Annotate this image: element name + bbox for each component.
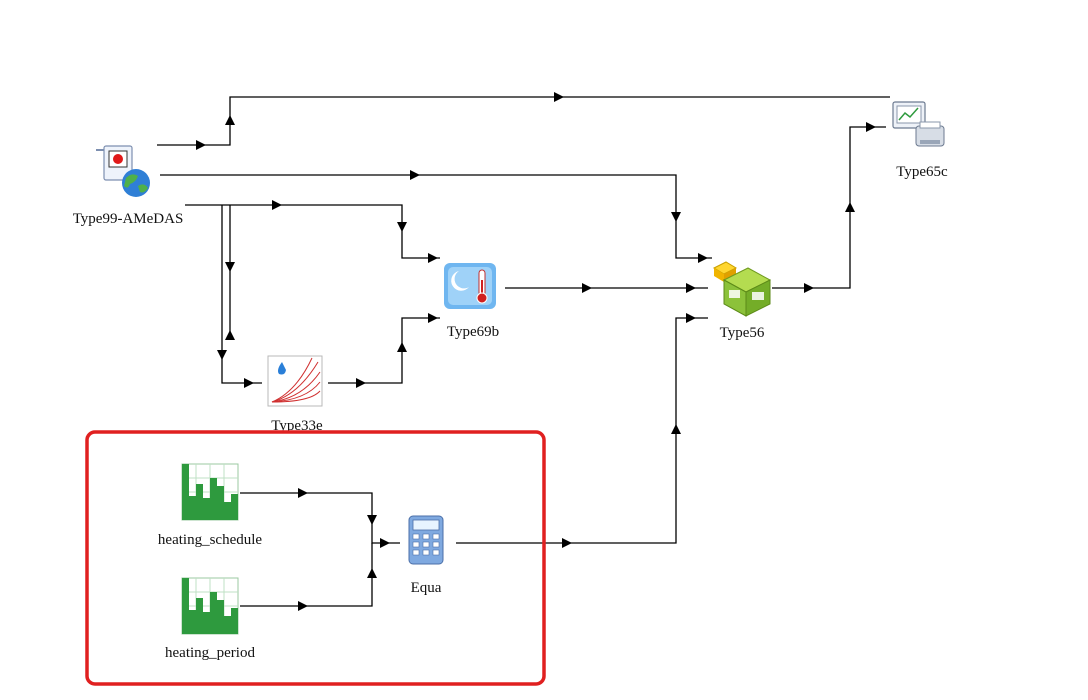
type33e-label: Type33e	[271, 418, 323, 434]
type69b-component[interactable]: Type69b	[444, 263, 499, 340]
wire-type56-to-type65c[interactable]	[772, 126, 886, 289]
weather-data-globe-icon	[96, 145, 150, 197]
psychrometric-chart-icon	[267, 355, 323, 407]
type65c-component[interactable]: Type65c	[892, 101, 948, 180]
type99-amedas-component[interactable]: Type99-AMeDAS	[73, 145, 184, 227]
heating-period-component[interactable]: heating_period	[165, 577, 255, 661]
wire-period-to-equa[interactable]	[240, 543, 373, 607]
type33e-component[interactable]: Type33e	[267, 355, 323, 434]
type69b-label: Type69b	[447, 324, 499, 340]
heating-schedule-label: heating_schedule	[158, 532, 262, 548]
calculator-icon	[408, 515, 444, 565]
type99-label: Type99-AMeDAS	[73, 211, 184, 227]
schedule-bars-icon	[181, 463, 239, 521]
wire-arrowheads	[196, 92, 876, 611]
type56-label: Type56	[720, 325, 765, 341]
equa-component[interactable]: Equa	[408, 515, 444, 596]
building-zone-icon	[712, 261, 772, 317]
type56-component[interactable]: Type56	[712, 261, 772, 341]
wire-type33e-to-type69b[interactable]	[328, 317, 440, 384]
sky-temperature-icon	[444, 263, 496, 309]
highlight-box	[85, 430, 546, 686]
heating-schedule-component[interactable]: heating_schedule	[158, 463, 262, 548]
schedule-bars-icon	[181, 577, 239, 635]
printer-monitor-icon	[892, 101, 945, 147]
heating-period-label: heating_period	[165, 645, 255, 661]
wire-schedule-to-equa[interactable]	[240, 492, 400, 544]
type65c-label: Type65c	[896, 164, 948, 180]
equa-label: Equa	[411, 580, 442, 596]
wire-type99-to-type33e-b[interactable]	[221, 205, 262, 384]
wire-type99-to-type65c[interactable]	[157, 96, 890, 146]
connection-wires	[157, 96, 890, 607]
wire-type99-to-type56-a[interactable]	[160, 174, 712, 259]
